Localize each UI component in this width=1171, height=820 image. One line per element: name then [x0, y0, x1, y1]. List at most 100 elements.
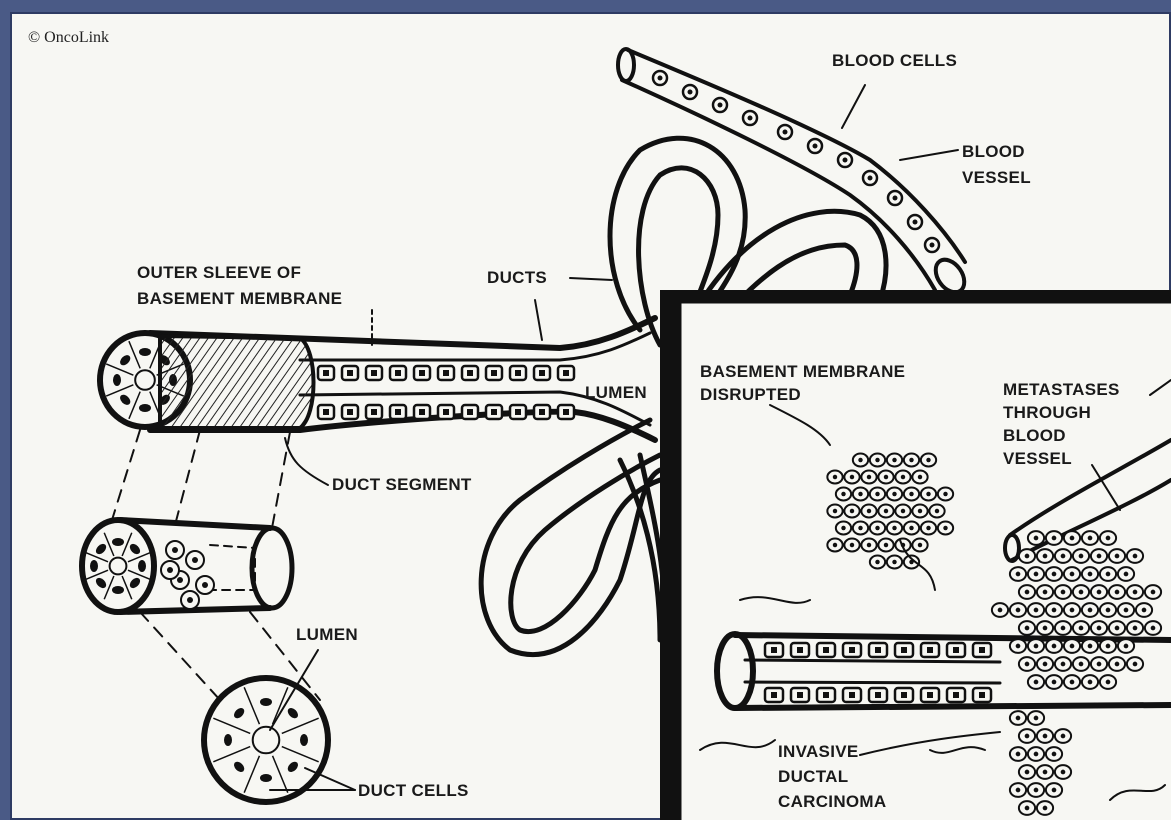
inset-duct-nucleus: [901, 647, 907, 653]
invasive-cell-nucleus: [1079, 626, 1084, 631]
inset-duct-nucleus: [901, 692, 907, 698]
invasive-cell-nucleus: [1106, 572, 1111, 577]
end-cell-nucleus: [113, 374, 121, 386]
inset-label-invasive-1: INVASIVE: [778, 742, 859, 761]
invasive-cell-nucleus: [1016, 572, 1021, 577]
invasive-cell-nucleus: [1097, 590, 1102, 595]
disrupted-cell-nucleus: [892, 560, 896, 564]
inset-label-metastases-3: BLOOD: [1003, 426, 1066, 445]
tube-cell-lumen: [110, 558, 127, 575]
invasive-cell-nucleus: [1052, 572, 1057, 577]
inset-duct-nucleus: [797, 647, 803, 653]
tube-cell-nucleus: [112, 586, 124, 594]
cross-cell-wall: [273, 756, 288, 793]
invasive-cell-nucleus: [1079, 590, 1084, 595]
cross-cell-nucleus: [224, 734, 232, 746]
inset-duct-nucleus: [927, 647, 933, 653]
cross-cell-wall: [244, 687, 259, 724]
invasive-cell-nucleus: [1034, 608, 1039, 613]
invasive-cell-nucleus: [1151, 626, 1156, 631]
tube-cell-wall: [104, 576, 114, 599]
tube-cell-nucleus: [138, 560, 146, 572]
invasive-cell-nucleus: [1034, 680, 1039, 685]
label-lumen-small: LUMEN: [296, 625, 358, 644]
tube-cell-wall: [128, 570, 151, 580]
invasive-cell-nucleus: [1106, 608, 1111, 613]
inset-duct-nucleus: [979, 692, 985, 698]
disrupted-cell-nucleus: [926, 492, 930, 496]
invasive-cell-nucleus: [1133, 662, 1138, 667]
duct-cell-nucleus: [515, 370, 521, 376]
invasive-cell-nucleus: [1043, 662, 1048, 667]
disrupted-cell-nucleus: [926, 458, 930, 462]
duct-cell-nucleus: [419, 370, 425, 376]
invasive-cell-nucleus: [1052, 788, 1057, 793]
inset-duct-nucleus: [849, 647, 855, 653]
tube-cell-wall: [85, 552, 108, 562]
duct-cell-nucleus: [563, 370, 569, 376]
disrupted-cell-nucleus: [901, 475, 905, 479]
invasive-cell-nucleus: [1025, 590, 1030, 595]
label-blood-cells: BLOOD CELLS: [832, 51, 957, 70]
invasive-cell-nucleus: [1133, 590, 1138, 595]
label-outer-sleeve-2: BASEMENT MEMBRANE: [137, 289, 342, 308]
cross-cell-nucleus: [260, 698, 272, 706]
blood-cell-nucleus: [913, 220, 918, 225]
cross-cell-nucleus: [300, 734, 308, 746]
tube-cell-nucleus: [128, 576, 142, 590]
tube-body-nucleus: [172, 547, 178, 553]
duct-cell-nucleus: [491, 370, 497, 376]
end-cell-nucleus: [118, 393, 132, 407]
invasive-cell-nucleus: [1025, 770, 1030, 775]
disrupted-cell-nucleus: [850, 475, 854, 479]
inset-duct-nucleus: [979, 647, 985, 653]
tube-cell-wall: [122, 533, 132, 556]
blood-cell-nucleus: [748, 116, 753, 121]
disrupted-cell-nucleus: [875, 526, 879, 530]
disrupted-cell-nucleus: [892, 526, 896, 530]
invasive-cell-nucleus: [1097, 662, 1102, 667]
invasive-cell-nucleus: [1043, 590, 1048, 595]
label-blood-vessel-2: VESSEL: [962, 168, 1031, 187]
duct-cell-nucleus: [539, 409, 545, 415]
invasive-cell-nucleus: [1025, 662, 1030, 667]
cross-cell-nucleus: [286, 706, 300, 720]
tube-body-nucleus: [167, 567, 173, 573]
disrupted-cell-nucleus: [943, 492, 947, 496]
tube-cell-wall: [128, 552, 151, 562]
invasive-cell-nucleus: [1061, 626, 1066, 631]
breast-duct-diagram: © OncoLink: [10, 12, 1171, 820]
duct-cell-nucleus: [371, 370, 377, 376]
disrupted-cell-nucleus: [909, 458, 913, 462]
disrupted-cell-nucleus: [926, 526, 930, 530]
tube-cell-nucleus: [94, 576, 108, 590]
invasive-cell-nucleus: [1061, 590, 1066, 595]
inset-label-metastases-2: THROUGH: [1003, 403, 1091, 422]
invasive-cell-nucleus: [1034, 752, 1039, 757]
invasive-cell-nucleus: [1124, 608, 1129, 613]
tube-cell-wall: [85, 570, 108, 580]
invasive-cell-nucleus: [1016, 752, 1021, 757]
disrupted-cell-nucleus: [892, 458, 896, 462]
invasive-cell-nucleus: [1142, 608, 1147, 613]
invasive-cell-nucleus: [1115, 626, 1120, 631]
inset-duct-nucleus: [797, 692, 803, 698]
label-ducts: DUCTS: [487, 268, 547, 287]
blood-cell-nucleus: [813, 144, 818, 149]
disrupted-cell-nucleus: [918, 543, 922, 547]
blood-cell-nucleus: [930, 243, 935, 248]
invasive-cell-nucleus: [1052, 536, 1057, 541]
duct-cell-nucleus: [539, 370, 545, 376]
invasive-cell-nucleus: [1106, 680, 1111, 685]
invasive-cell-nucleus: [1043, 734, 1048, 739]
label-duct-segment: DUCT SEGMENT: [332, 475, 472, 494]
invasive-cell-nucleus: [1106, 644, 1111, 649]
cross-section-cells: [213, 687, 318, 792]
invasive-cell-nucleus: [1106, 536, 1111, 541]
invasive-cell-nucleus: [1043, 770, 1048, 775]
tube-body-nucleus: [187, 597, 193, 603]
invasive-cell-nucleus: [1061, 734, 1066, 739]
invasive-cell-nucleus: [1043, 554, 1048, 559]
invasive-cell-nucleus: [1061, 662, 1066, 667]
invasive-cell-nucleus: [1115, 554, 1120, 559]
